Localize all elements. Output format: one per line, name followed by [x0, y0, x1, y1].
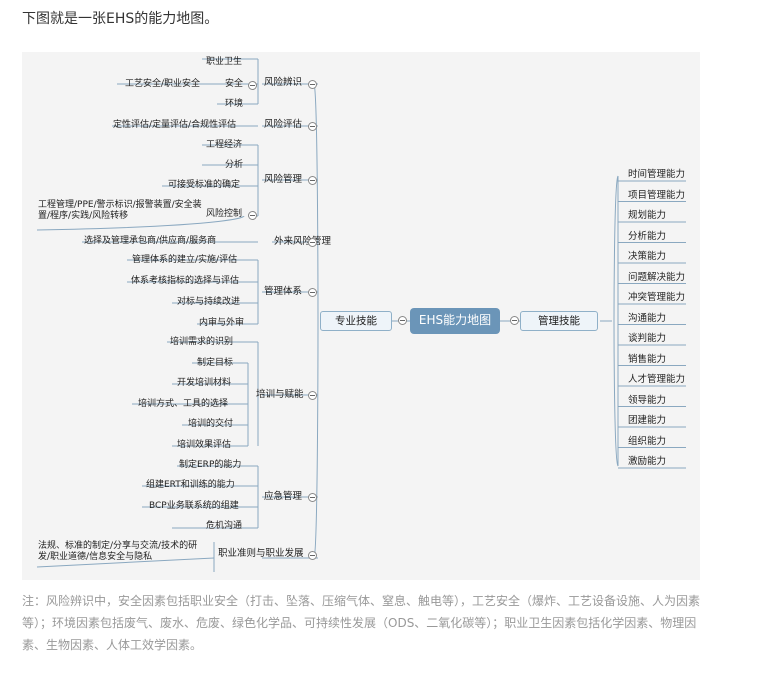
management-skill-item: 冲突管理能力: [628, 292, 686, 303]
leaf-engineering-economics: 工程经济: [206, 140, 243, 150]
leaf-analysis: 分析: [225, 160, 244, 170]
leaf-set-objectives: 制定目标: [197, 358, 234, 368]
collapse-toggle-icon[interactable]: [308, 80, 317, 89]
management-skill-item: 项目管理能力: [628, 189, 686, 201]
management-skill-item: 谈判能力: [628, 333, 667, 344]
leaf-training-evaluation: 培训效果评估: [177, 440, 232, 450]
collapse-toggle-icon[interactable]: [308, 391, 317, 400]
leaf-benchmarking: 对标与持续改进: [177, 297, 241, 307]
management-skill-item: 规划能力: [628, 210, 667, 221]
management-skill-item: 激励能力: [628, 456, 667, 467]
node-ehs-center[interactable]: EHS能力地图: [410, 308, 500, 334]
leaf-environment: 环境: [225, 99, 244, 109]
leaf-process-occupational-safety: 工艺安全/职业安全: [125, 79, 201, 89]
leaf-safety: 安全: [225, 79, 244, 89]
management-skill-item: 人才管理能力: [628, 374, 686, 385]
branch-external-risk: 外来风险管理: [274, 236, 332, 247]
footnote: 注：风险辨识中，安全因素包括职业安全（打击、坠落、压缩气体、窒息、触电等），工艺…: [22, 594, 701, 652]
branch-career: 职业准则与职业发展: [218, 548, 304, 559]
leaf-training-needs: 培训需求的识别: [170, 337, 234, 347]
collapse-toggle-icon[interactable]: [398, 316, 407, 325]
leaf-system-establishment: 管理体系的建立/实施/评估: [132, 255, 238, 265]
management-skill-item: 组织能力: [628, 435, 667, 447]
management-skill-item: 分析能力: [628, 230, 667, 242]
management-skill-item: 销售能力: [628, 353, 667, 365]
collapse-toggle-icon[interactable]: [308, 493, 317, 502]
intro-text: 下图就是一张EHS的能力地图。: [22, 11, 219, 27]
leaf-training-methods: 培训方式、工具的选择: [138, 399, 229, 409]
branch-training: 培训与赋能: [256, 389, 304, 400]
management-skill-item: 时间管理能力: [628, 169, 686, 180]
branch-risk-management: 风险管理: [264, 174, 303, 185]
leaf-contractor-selection: 选择及管理承包商/供应商/服务商: [84, 236, 217, 246]
branch-risk-evaluation: 风险评估: [264, 119, 303, 130]
management-skill-item: 决策能力: [628, 251, 667, 262]
leaf-acceptance-criteria: 可接受标准的确定: [168, 180, 241, 190]
collapse-toggle-icon[interactable]: [248, 211, 257, 220]
leaf-kpi-selection: 体系考核指标的选择与评估: [131, 276, 240, 286]
node-professional-skills[interactable]: 专业技能: [320, 311, 392, 331]
collapse-toggle-icon[interactable]: [248, 81, 257, 90]
leaf-erp: 制定ERP的能力: [179, 460, 242, 470]
branch-risk-identification: 风险辨识: [264, 77, 303, 88]
leaf-career-items: 法规、标准的制定/分享与交流/技术的研发/职业道德/信息安全与隐私: [38, 541, 198, 562]
leaf-audits: 内审与外审: [199, 318, 245, 328]
leaf-occupational-health: 职业卫生: [206, 57, 243, 67]
collapse-toggle-icon[interactable]: [510, 316, 519, 325]
collapse-toggle-icon[interactable]: [308, 122, 317, 131]
node-management-skills[interactable]: 管理技能: [520, 311, 598, 331]
mindmap-canvas: 风险辨识 职业卫生 安全 工艺安全/职业安全 环境 风险评估 定性评估/定量评估…: [22, 52, 700, 580]
branch-emergency: 应急管理: [264, 491, 303, 502]
collapse-toggle-icon[interactable]: [308, 176, 317, 185]
management-skill-item: 领导能力: [628, 394, 667, 406]
leaf-training-delivery: 培训的交付: [188, 419, 234, 429]
leaf-develop-materials: 开发培训材料: [177, 378, 232, 388]
collapse-toggle-icon[interactable]: [308, 238, 317, 247]
leaf-ert: 组建ERT和训练的能力: [146, 480, 235, 490]
leaf-bcp: BCP业务联系统的组建: [149, 501, 239, 511]
management-skill-item: 问题解决能力: [628, 271, 686, 283]
leaf-assessment-types: 定性评估/定量评估/合规性评估: [113, 120, 237, 130]
management-skill-item: 团建能力: [628, 415, 667, 426]
management-skill-item: 沟通能力: [628, 312, 667, 324]
leaf-risk-control: 风险控制: [206, 209, 243, 219]
leaf-risk-control-measures: 工程管理/PPE/警示标识/报警装置/安全装置/程序/实践/风险转移: [38, 200, 202, 221]
collapse-toggle-icon[interactable]: [308, 551, 317, 560]
collapse-toggle-icon[interactable]: [308, 288, 317, 297]
branch-management-system: 管理体系: [264, 286, 303, 297]
leaf-crisis-communication: 危机沟通: [206, 521, 243, 531]
